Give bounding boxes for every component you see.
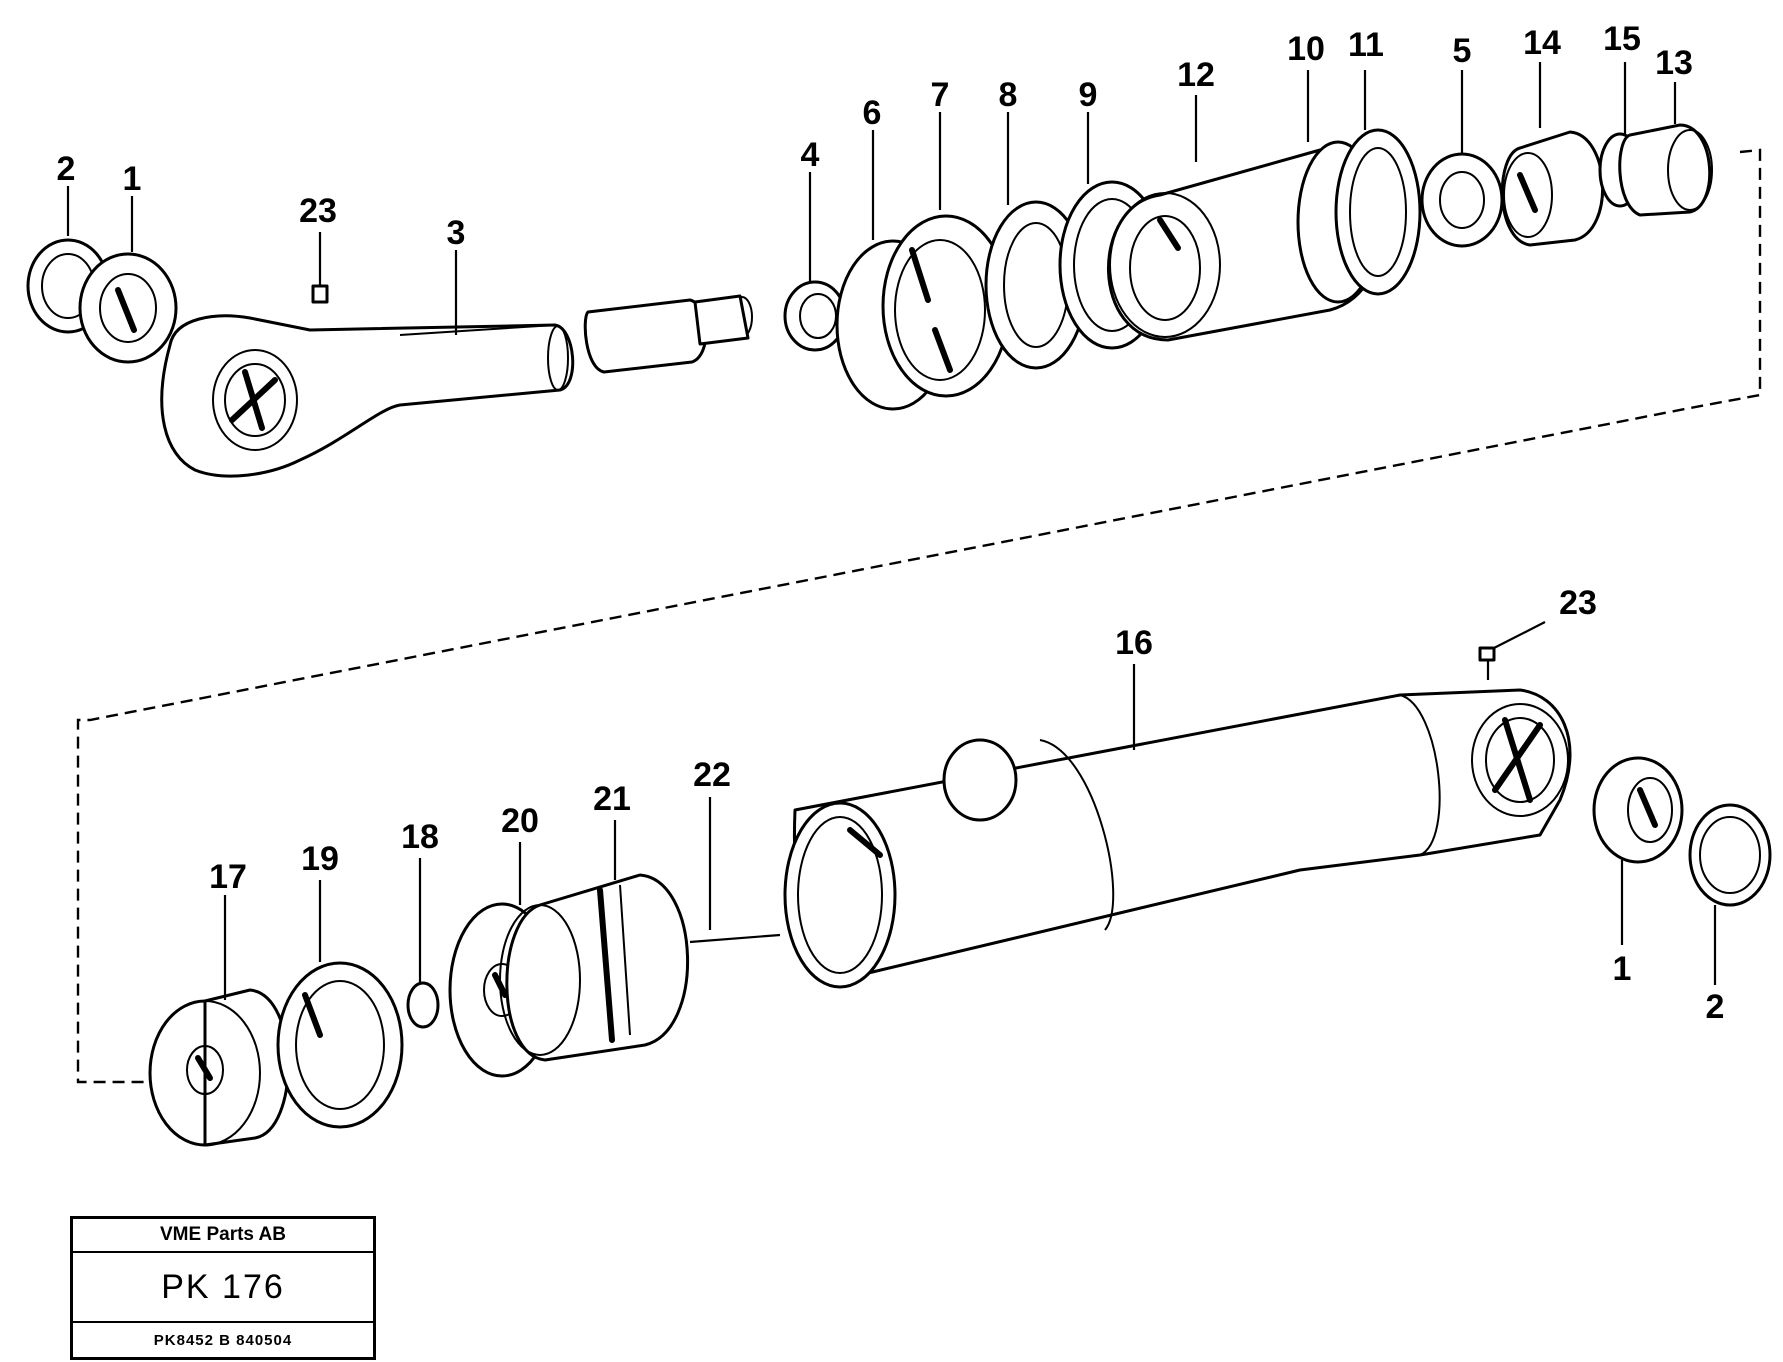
- callout-12: 12: [1177, 56, 1215, 94]
- callout-2-lower: 2: [1706, 988, 1725, 1026]
- part-2-ring-lower: [1688, 803, 1772, 907]
- part-14-bushing: [1500, 130, 1604, 247]
- callout-6: 6: [863, 94, 882, 132]
- callout-16: 16: [1115, 624, 1153, 662]
- part-4-nut: [783, 280, 847, 352]
- part-16-cylinder-tube: [783, 646, 1572, 989]
- callout-3: 3: [447, 214, 466, 252]
- part-18-o-ring: [406, 981, 440, 1029]
- title-block-code: PK 176: [73, 1253, 373, 1323]
- callout-20: 20: [501, 802, 539, 840]
- callout-14: 14: [1523, 24, 1561, 62]
- part-21-piston-guide: [499, 873, 781, 1062]
- callout-9: 9: [1079, 76, 1098, 114]
- part-1-bearing-lower: [1592, 756, 1684, 864]
- part-17-end-cap: [148, 988, 290, 1147]
- connector-dashed-line: [76, 148, 1762, 1084]
- callout-8: 8: [999, 76, 1018, 114]
- callout-21: 21: [593, 780, 631, 818]
- callout-5: 5: [1453, 32, 1472, 70]
- callout-19: 19: [301, 840, 339, 878]
- callout-4: 4: [801, 136, 820, 174]
- callout-13: 13: [1655, 44, 1693, 82]
- callout-15: 15: [1603, 20, 1641, 58]
- callout-11: 11: [1348, 26, 1384, 64]
- callout-17: 17: [209, 858, 247, 896]
- part-13-wiper: [1618, 123, 1713, 217]
- title-block: VME Parts AB PK 176 PK8452 B 840504: [70, 1216, 376, 1360]
- callout-labels: 2 1 23 3 4 6 7 8 9 12 10 11 5 14 15 13 1…: [57, 20, 1725, 1026]
- part-11-ring: [1334, 128, 1422, 296]
- callout-1-upper: 1: [123, 160, 142, 198]
- callout-2-upper: 2: [57, 150, 76, 188]
- callout-18: 18: [401, 818, 439, 856]
- callout-10: 10: [1287, 30, 1325, 68]
- part-23-grease-nipple-upper: [311, 284, 329, 304]
- title-block-ref: PK8452 B 840504: [153, 1331, 293, 1349]
- piston-rod-end: [583, 294, 753, 374]
- title-block-company: VME Parts AB: [73, 1219, 373, 1253]
- callout-23-upper: 23: [299, 192, 337, 230]
- part-3-piston-rod: [160, 314, 575, 478]
- part-1-bearing-upper: [78, 252, 178, 364]
- part-5-nut: [1420, 152, 1504, 248]
- callout-23-lower: 23: [1559, 584, 1597, 622]
- part-19-seal-ring: [276, 961, 404, 1129]
- leader-lines: [66, 62, 1717, 1000]
- callout-22: 22: [693, 756, 731, 794]
- callout-1-lower: 1: [1613, 950, 1632, 988]
- callout-7: 7: [931, 76, 950, 114]
